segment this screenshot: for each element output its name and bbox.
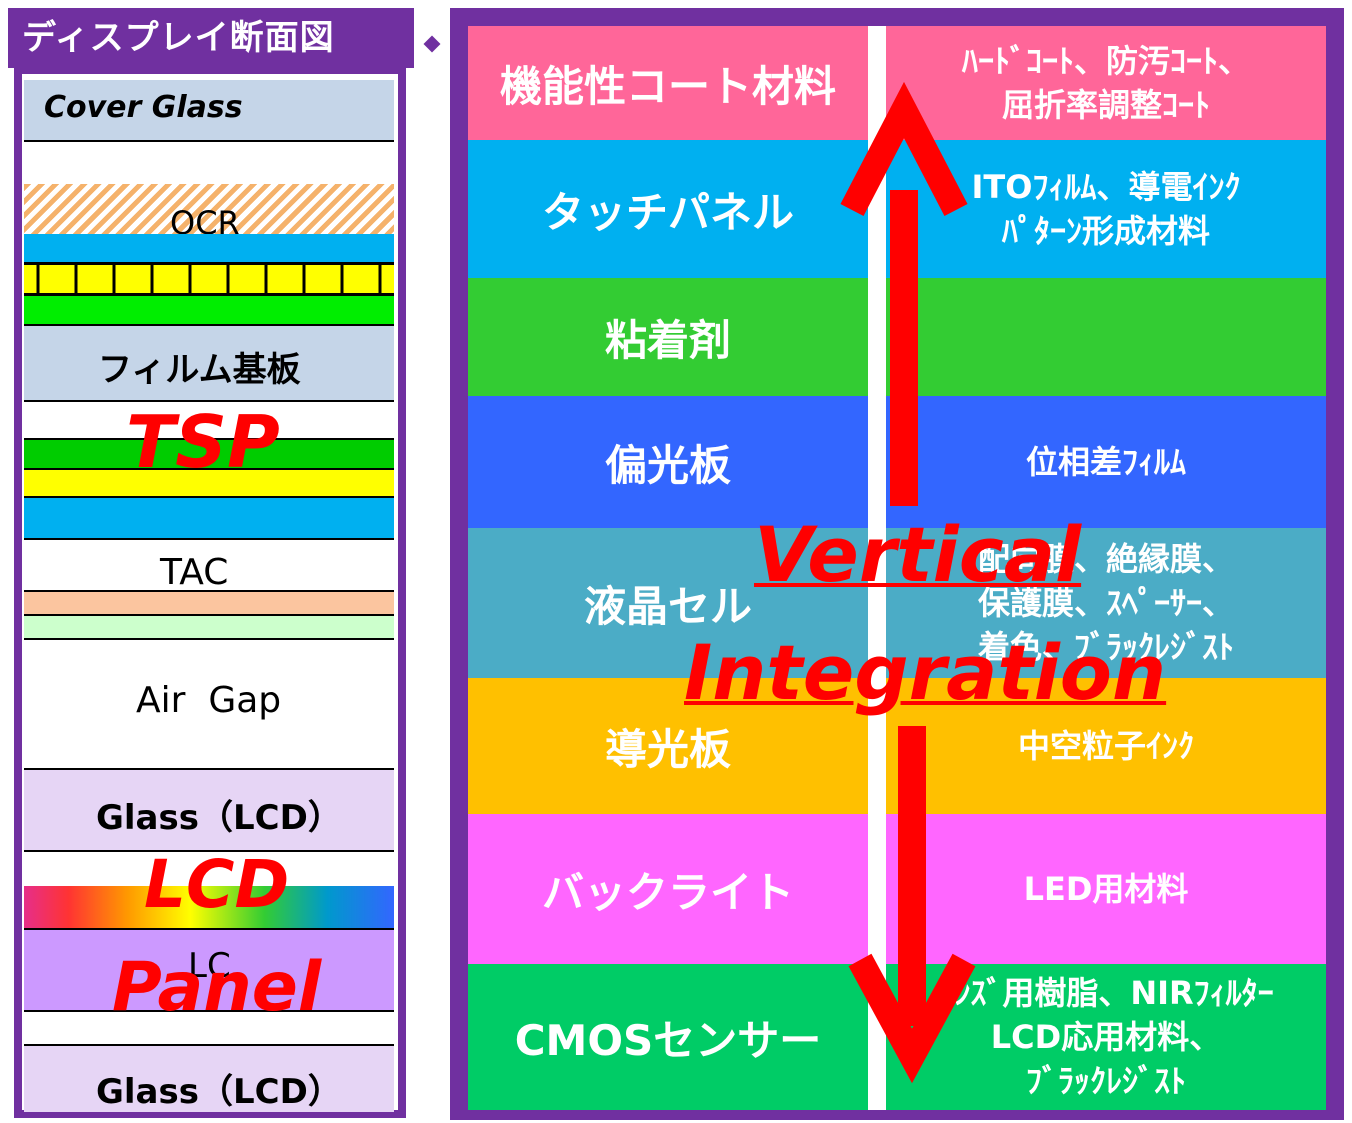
material-line: 着色、ﾌﾞﾗｯｸﾚｼﾞｽﾄ xyxy=(977,628,1234,666)
layer-blue-2 xyxy=(24,498,394,540)
overlay-label-lcd: LCD xyxy=(144,846,290,923)
layer-electrode-grid xyxy=(24,262,394,296)
row-materials: ﾚﾝｽﾞ用樹脂、NIRﾌｨﾙﾀｰ LCD応用材料、 ﾌﾞﾗｯｸﾚｼﾞｽﾄ xyxy=(886,964,1326,1110)
overlay-label-vertical: Vertical xyxy=(754,510,1082,599)
layer-glass-lcd-top: Glass（LCD） xyxy=(24,770,394,852)
material-line: ITOﾌｨﾙﾑ、導電ｲﾝｸ xyxy=(971,168,1241,206)
row-materials: ﾊｰﾄﾞｺｰﾄ、防汚ｺｰﾄ、屈折率調整ｺｰﾄ xyxy=(886,26,1326,140)
diamond-bullet-icon xyxy=(423,35,441,53)
material-line: 保護膜、ｽﾍﾟｰｻｰ、 xyxy=(977,584,1234,622)
layer-cover-glass: Cover Glass xyxy=(24,80,394,142)
row-category: 液晶セル xyxy=(583,581,752,631)
row-category: バックライト xyxy=(541,867,794,917)
material-line: 配向膜、絶縁膜、 xyxy=(977,540,1234,578)
material-line: ﾊﾟﾀｰﾝ形成材料 xyxy=(1001,212,1210,250)
panel-title: ディスプレイ断面図 xyxy=(22,18,335,58)
material-row xyxy=(468,528,1326,678)
overlay-label-integration: Integration xyxy=(684,628,1167,717)
layer-label-lc: LC xyxy=(188,946,231,986)
electrode-grid-lines xyxy=(36,265,382,293)
title-tab xyxy=(8,8,414,68)
column-divider xyxy=(868,26,886,1110)
material-line: 屈折率調整ｺｰﾄ xyxy=(1001,86,1210,124)
row-materials xyxy=(886,278,1326,396)
layer-lc: LC xyxy=(24,930,394,1012)
layer-label-cover-glass: Cover Glass xyxy=(44,90,243,125)
layer-salmon xyxy=(24,592,394,616)
layer-label-film-substrate: フィルム基板 xyxy=(98,350,301,390)
layer-label-air-gap: Air Gap xyxy=(136,680,282,721)
row-category: 導光板 xyxy=(604,724,731,774)
row-category: 偏光板 xyxy=(604,440,731,490)
layer-adhesive-green xyxy=(24,296,394,324)
row-materials: 配向膜、絶縁膜、保護膜、ｽﾍﾟｰｻｰ、着色、ﾌﾞﾗｯｸﾚｼﾞｽﾄ xyxy=(886,528,1326,678)
layer-yellow-2 xyxy=(24,470,394,498)
row-materials: 中空粒子ｲﾝｸ xyxy=(886,678,1326,814)
row-category: 機能性コート材料 xyxy=(499,61,836,111)
material-line: 位相差ﾌｨﾙﾑ xyxy=(1025,443,1186,481)
overlay-label-tsp: TSP xyxy=(126,400,280,484)
row-category: 粘着剤 xyxy=(604,315,731,365)
row-category: タッチパネル xyxy=(541,187,794,237)
layer-color-filter xyxy=(24,886,394,930)
material-line: LCD応用材料、 xyxy=(990,1018,1222,1056)
material-line: ﾊｰﾄﾞｺｰﾄ、防汚ｺｰﾄ、 xyxy=(961,42,1250,80)
material-row xyxy=(468,814,1326,964)
layer-label-glass-lcd-bottom: Glass（LCD） xyxy=(96,1072,342,1112)
layer-ito-blue xyxy=(24,234,394,262)
material-line: ﾚﾝｽﾞ用樹脂、NIRﾌｨﾙﾀｰ xyxy=(938,974,1274,1012)
row-materials: ITOﾌｨﾙﾑ、導電ｲﾝｸ ﾊﾟﾀｰﾝ形成材料 xyxy=(886,140,1326,278)
material-line: 中空粒子ｲﾝｸ xyxy=(1017,727,1194,765)
material-row xyxy=(468,678,1326,814)
layer-blank-1 xyxy=(24,142,394,184)
layer-blank-2 xyxy=(24,402,394,440)
overlay-label-panel: Panel xyxy=(112,948,322,1027)
layer-blank-4 xyxy=(24,1012,394,1046)
layer-tac: TAC xyxy=(24,540,394,593)
layer-blank-3 xyxy=(24,852,394,886)
row-materials: 位相差ﾌｨﾙﾑ xyxy=(886,396,1326,528)
material-line: LED用材料 xyxy=(1023,870,1189,908)
row-category: CMOSセンサー xyxy=(514,1015,822,1065)
material-line: ﾌﾞﾗｯｸﾚｼﾞｽﾄ xyxy=(1025,1062,1186,1100)
layer-label-tac: TAC xyxy=(160,552,229,593)
layer-light-green xyxy=(24,616,394,640)
layer-green-2 xyxy=(24,440,394,470)
layer-air-gap: Air Gap xyxy=(24,640,394,770)
layer-label-glass-lcd-top: Glass（LCD） xyxy=(96,798,342,838)
layer-ocr: OCR xyxy=(24,184,394,242)
row-materials: LED用材料 xyxy=(886,814,1326,964)
layer-glass-lcd-bottom: Glass（LCD） xyxy=(24,1046,394,1112)
layer-film-substrate: フィルム基板 xyxy=(24,324,394,402)
